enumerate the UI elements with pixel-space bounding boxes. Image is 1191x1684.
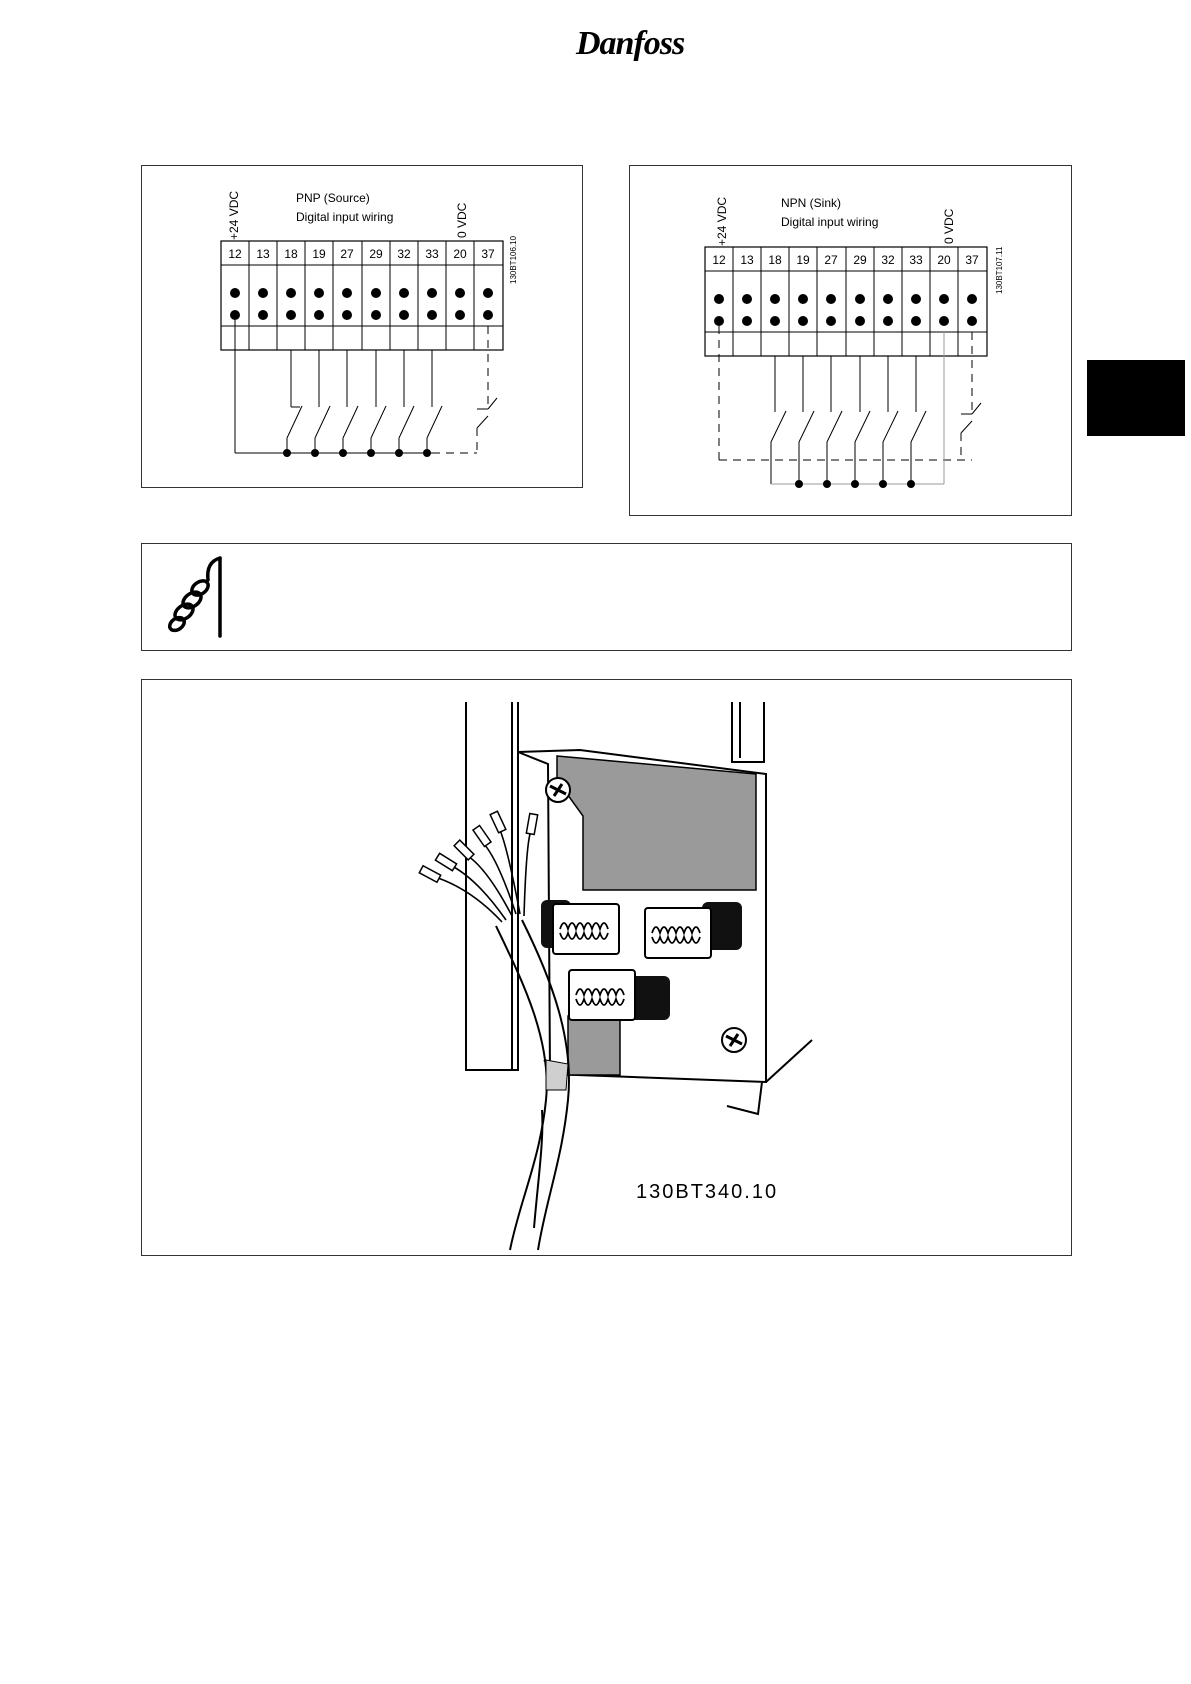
note-hand-icon [162, 554, 232, 640]
note-box [141, 543, 1072, 651]
npn-terminal-19: 19 [796, 253, 810, 267]
npn-terminal-18: 18 [768, 253, 782, 267]
npn-supply-label: +24 VDC [715, 197, 729, 246]
pnp-terminal-37: 37 [481, 247, 495, 261]
pnp-terminal-20: 20 [453, 247, 467, 261]
npn-terminal-12: 12 [712, 253, 726, 267]
pnp-terminal-19: 19 [312, 247, 326, 261]
pnp-supply-label: +24 VDC [227, 191, 241, 240]
chapter-tab [1087, 360, 1185, 436]
npn-terminal-13: 13 [740, 253, 754, 267]
brand-logo: Danfoss [576, 24, 692, 64]
npn-diagram-svg: +24 VDC NPN (Sink) Digital input wiring … [630, 166, 1071, 515]
npn-figure-id: 130BT107.11 [995, 246, 1004, 294]
cable-clamp-figure: 130BT340.10 [141, 679, 1072, 1256]
pnp-terminal-32: 32 [397, 247, 411, 261]
npn-title-line1: NPN (Sink) [781, 196, 841, 210]
npn-ground-label: 0 VDC [942, 208, 956, 244]
pnp-wiring-diagram: +24 VDC PNP (Source) Digital input wirin… [141, 165, 583, 488]
grey-panel [557, 756, 756, 890]
cable-clamp-illustration: 130BT340.10 [142, 680, 1071, 1255]
pnp-title-line1: PNP (Source) [296, 191, 370, 205]
pnp-terminal-29: 29 [369, 247, 383, 261]
pnp-terminal-12: 12 [228, 247, 242, 261]
npn-terminal-33: 33 [909, 253, 923, 267]
npn-terminal-37: 37 [965, 253, 979, 267]
npn-wiring-diagram: +24 VDC NPN (Sink) Digital input wiring … [629, 165, 1072, 516]
npn-terminal-27: 27 [824, 253, 838, 267]
npn-terminal-32: 32 [881, 253, 895, 267]
pnp-terminal-27: 27 [340, 247, 354, 261]
cable-figure-id: 130BT340.10 [636, 1181, 778, 1203]
npn-terminal-29: 29 [853, 253, 867, 267]
npn-terminal-20: 20 [937, 253, 951, 267]
pnp-diagram-svg: +24 VDC PNP (Source) Digital input wirin… [142, 166, 582, 487]
pnp-figure-id: 130BT106.10 [509, 235, 518, 284]
pnp-terminal-33: 33 [425, 247, 439, 261]
pnp-ground-label: 0 VDC [455, 202, 469, 238]
pnp-terminal-13: 13 [256, 247, 270, 261]
npn-title-line2: Digital input wiring [781, 215, 878, 229]
pnp-title-line2: Digital input wiring [296, 210, 393, 224]
pnp-terminal-18: 18 [284, 247, 298, 261]
